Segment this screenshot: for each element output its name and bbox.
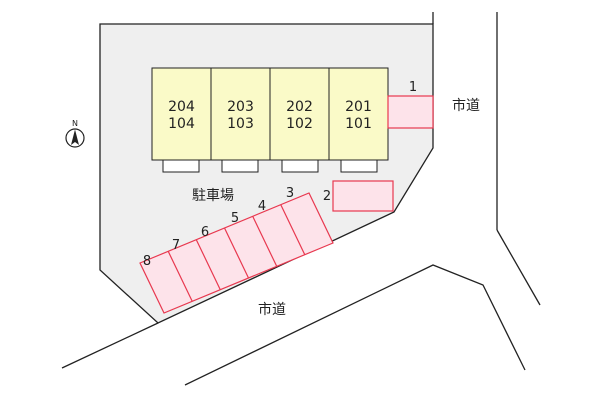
unit-202-102: 202 102 [269,67,330,161]
unit-upper-label: 204 [168,99,195,115]
unit-201-101: 201 101 [328,67,389,161]
entrance-step [340,159,378,173]
parking-space-1 [387,95,434,129]
parking-space-number: 5 [231,211,239,226]
parking-space-number: 7 [172,238,180,253]
unit-204-104: 204 104 [151,67,212,161]
entrance-step [221,159,259,173]
north-arrow-label: N [72,119,78,128]
north-arrow-icon: N [65,119,85,148]
parking-space-number: 8 [143,254,151,269]
unit-203-103: 203 103 [210,67,271,161]
unit-upper-label: 202 [286,99,313,115]
unit-lower-label: 103 [227,116,254,132]
parking-space-number: 4 [258,199,266,214]
unit-upper-label: 201 [345,99,372,115]
parking-area-label: 駐車場 [192,187,234,204]
entrance-step [162,159,200,173]
angled-parking-strip [139,192,334,314]
building: 204 104 203 103 202 102 201 101 [151,67,389,161]
entrance-step [281,159,319,173]
unit-lower-label: 101 [345,116,372,132]
unit-lower-label: 102 [286,116,313,132]
road-label-south: 市道 [258,301,286,318]
parking-space-number: 2 [323,189,331,204]
parking-space-2 [332,180,394,212]
road-edge-south-lower [184,264,526,386]
parking-space-number: 1 [409,80,417,95]
road-edge-east-bend [496,229,541,306]
road-edge-south-upper [61,322,159,369]
parking-space-number: 3 [286,186,294,201]
unit-upper-label: 203 [227,99,254,115]
unit-lower-label: 104 [168,116,195,132]
parking-space-number: 6 [201,225,209,240]
road-label-east: 市道 [452,97,480,114]
